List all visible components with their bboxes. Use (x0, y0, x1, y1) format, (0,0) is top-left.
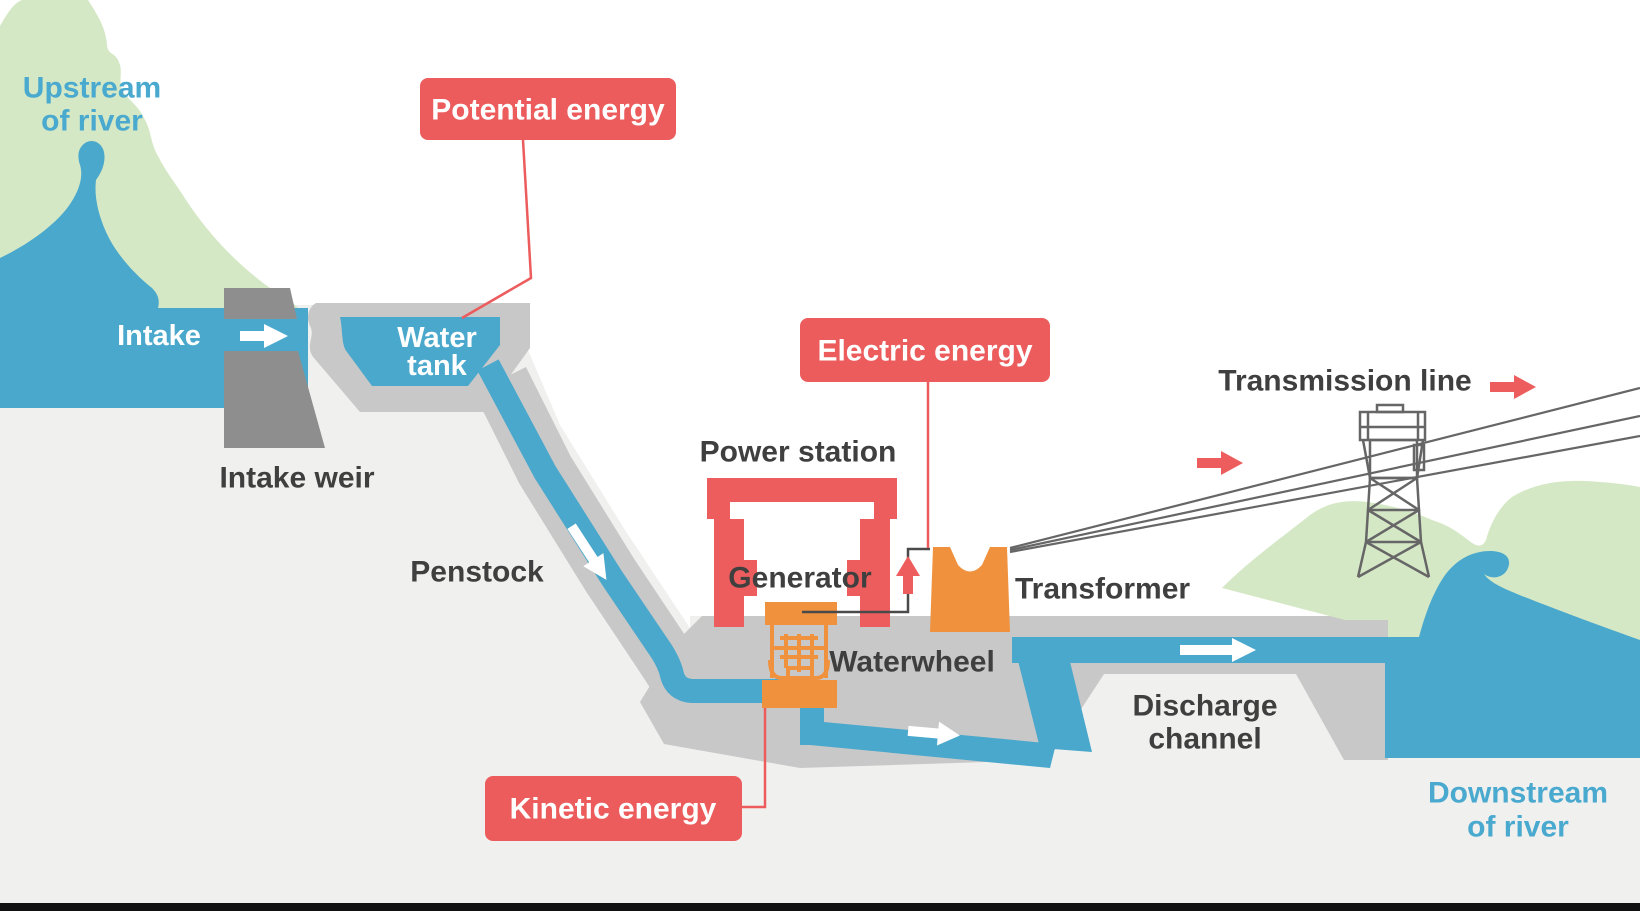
electric-up-arrow (896, 556, 920, 594)
waterwheel-label: Waterwheel (829, 646, 995, 679)
downstream-label-line2: of river (1467, 811, 1569, 844)
bottom-bar (0, 903, 1640, 911)
tailrace-flow-arrow (907, 721, 960, 746)
discharge-label-line2: channel (1148, 723, 1261, 756)
intake-weir-top (224, 288, 297, 319)
downstream-hills (1222, 480, 1640, 640)
water-tank-label-line2: tank (407, 350, 468, 382)
intake-weir-label: Intake weir (219, 462, 374, 495)
upstream-label-line1: Upstream (23, 72, 161, 105)
transformer-shape (930, 547, 1010, 632)
kinetic-callout-line (742, 708, 767, 809)
transmission-line-label: Transmission line (1218, 365, 1471, 398)
kinetic-energy-tag: Kinetic energy (485, 776, 742, 841)
transmission-left-arrow (1197, 451, 1243, 475)
intake-weir-bottom (224, 351, 325, 448)
intake-flow-arrow (240, 324, 288, 348)
potential-callout-line (461, 139, 533, 320)
waterwheel-box (762, 680, 837, 708)
water-tank-label-line1: Water (397, 322, 477, 354)
transmission-tower (1356, 403, 1431, 579)
generator-label: Generator (728, 562, 872, 595)
turbine-lattice (768, 625, 830, 682)
penstock-flow-arrow (567, 523, 607, 580)
electric-energy-label: Electric energy (817, 335, 1032, 368)
potential-energy-tag: Potential energy (420, 78, 676, 140)
discharge-flow-arrow (1180, 638, 1256, 662)
transmission-right-arrow (1490, 375, 1536, 399)
discharge-label-line1: Discharge (1132, 690, 1277, 723)
potential-energy-label: Potential energy (431, 94, 665, 127)
intake-label: Intake (117, 320, 201, 352)
power-line-wires (1009, 386, 1640, 554)
ground-background (0, 305, 1640, 911)
power-station-label: Power station (700, 436, 897, 469)
transformer-label: Transformer (1015, 573, 1190, 606)
electric-energy-tag: Electric energy (800, 318, 1050, 382)
power-station-shape (707, 478, 897, 627)
penstock-water (477, 359, 800, 703)
penstock-label: Penstock (410, 556, 544, 589)
discharge-riser-water (1012, 637, 1092, 752)
kinetic-energy-label: Kinetic energy (510, 793, 717, 826)
downstream-river (1385, 551, 1640, 758)
upstream-river (0, 141, 159, 312)
water-tank-water (340, 317, 500, 386)
generator-box (765, 602, 837, 625)
waterwheel-assembly (762, 602, 837, 708)
downstream-label-line1: Downstream (1428, 777, 1608, 810)
upstream-label-line2: of river (41, 105, 143, 138)
